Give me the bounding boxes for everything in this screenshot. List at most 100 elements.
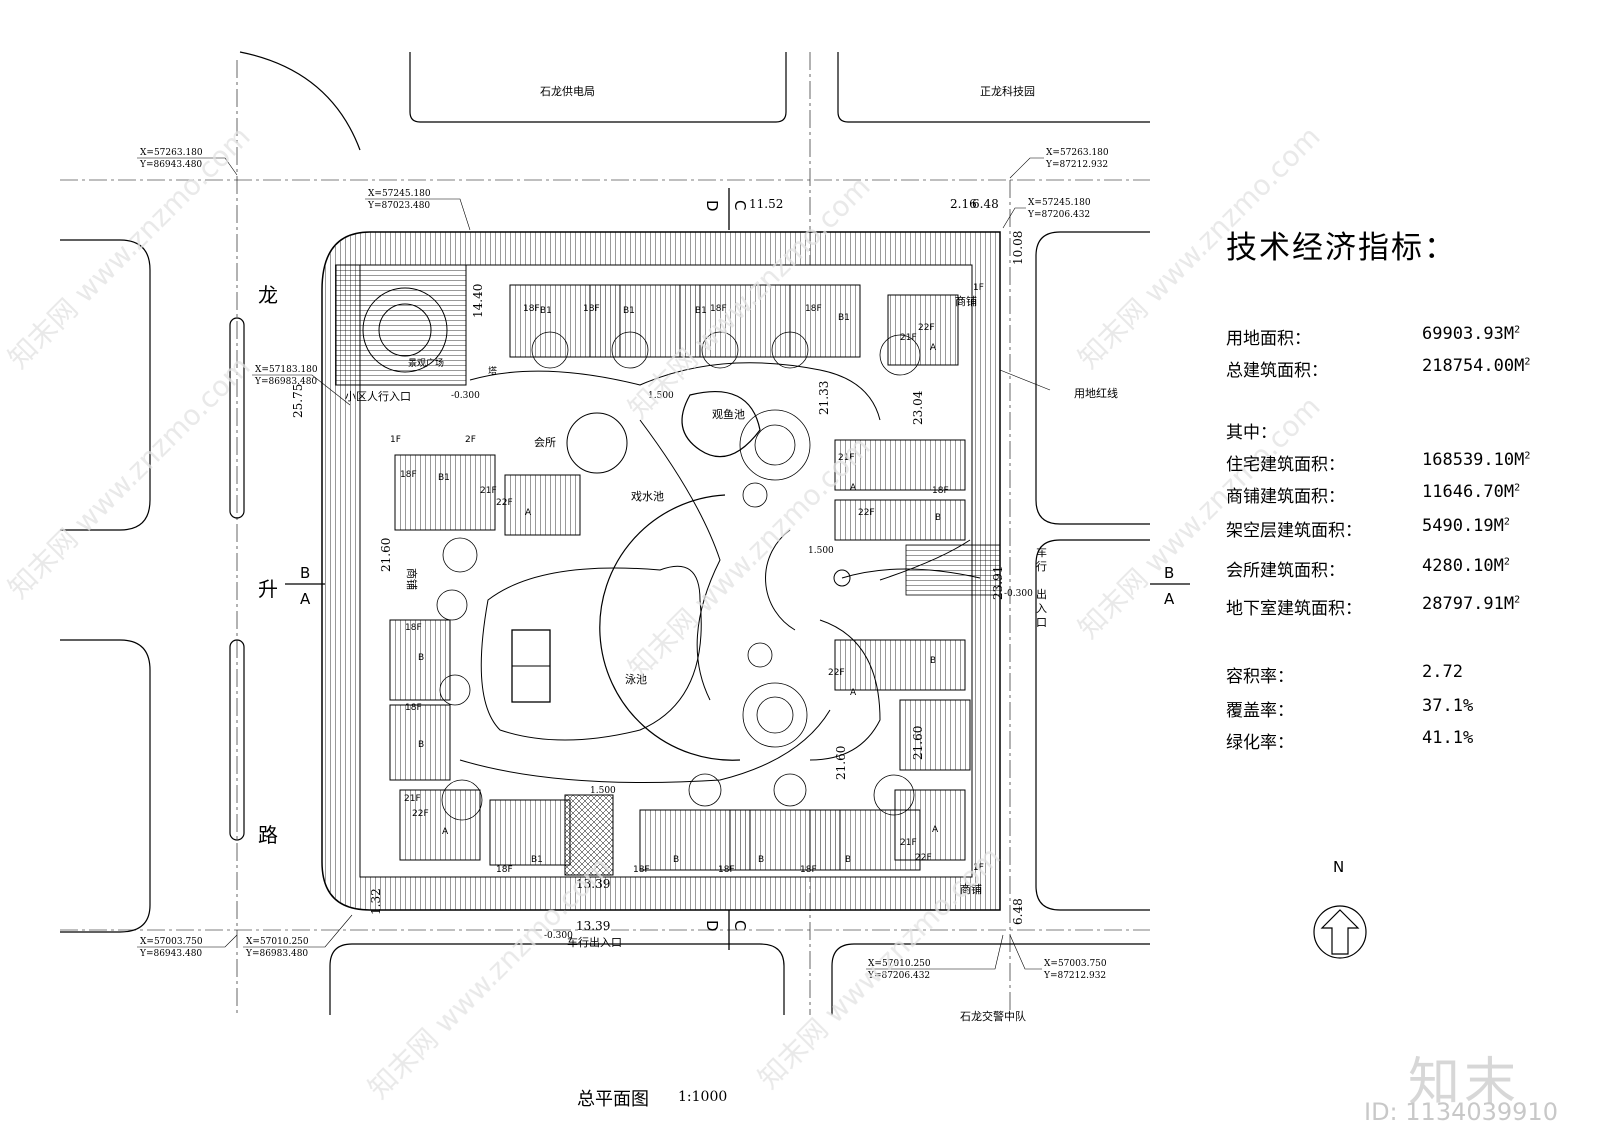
section-b-west: B xyxy=(300,564,310,582)
shop-label-ne: 商铺 xyxy=(955,294,977,308)
svg-text:21F: 21F xyxy=(900,838,917,848)
svg-text:B: B xyxy=(758,855,764,865)
dim-14-40: 14.40 xyxy=(471,284,485,318)
arrow-up-icon xyxy=(1320,909,1360,955)
buildings xyxy=(389,284,971,871)
dim-23-04: 23.04 xyxy=(911,390,925,425)
svg-text:出: 出 xyxy=(1036,587,1047,601)
svg-text:B1: B1 xyxy=(838,313,850,323)
dim-11-52: 11.52 xyxy=(749,197,783,211)
coord-1-x: X=57263.180 xyxy=(140,148,203,158)
neighbor-top-right: 正龙科技园 xyxy=(980,84,1035,98)
svg-text:18F: 18F xyxy=(523,304,540,314)
svg-text:22F: 22F xyxy=(918,323,935,333)
svg-text:口: 口 xyxy=(1036,616,1047,629)
section-a-east: A xyxy=(1164,590,1175,608)
tower-label: 塔 xyxy=(488,365,497,377)
coord-1-y: Y=86943.480 xyxy=(139,160,202,170)
dim-23-91: 23.91 xyxy=(991,566,1005,600)
svg-text:B1: B1 xyxy=(438,473,450,483)
svg-text:知末网 www.znzmo.com: 知末网 www.znzmo.com xyxy=(2,120,257,375)
plan-scale: 1:1000 xyxy=(678,1089,728,1105)
coord-5-x: X=57183.180 xyxy=(255,365,318,375)
fish-pond-label: 观鱼池 xyxy=(712,407,745,421)
coordinate-leaders xyxy=(137,157,1051,970)
level-1500-b: 1.500 xyxy=(808,546,834,556)
dimension-labels: 11.52 2.16 6.48 10.08 14.40 21.33 23.04 … xyxy=(291,197,1033,941)
section-c-top: C xyxy=(731,200,749,210)
svg-text:B1: B1 xyxy=(695,306,707,316)
coord-9-y: Y=87212.932 xyxy=(1043,971,1106,981)
dim-21-60-west: 21.60 xyxy=(379,538,393,572)
svg-text:22F: 22F xyxy=(915,853,932,863)
section-markers xyxy=(285,188,1190,950)
coord-4-y: Y=87206.432 xyxy=(1027,210,1090,220)
neighbor-bottom-right: 石龙交警中队 xyxy=(960,1009,1026,1023)
svg-text:车: 车 xyxy=(1036,545,1047,559)
level-0300-c: -0.300 xyxy=(1004,589,1033,599)
dim-21-60-mid: 21.60 xyxy=(834,746,848,780)
coord-6-y: Y=86943.480 xyxy=(139,949,202,959)
clubhouse-label: 会所 xyxy=(534,436,556,449)
svg-text:A: A xyxy=(930,343,937,353)
svg-text:A: A xyxy=(442,827,449,837)
level-0300-b: -0.300 xyxy=(544,931,573,941)
level-1500-a: 1.500 xyxy=(648,391,674,401)
svg-text:21F: 21F xyxy=(480,486,497,496)
coord-7-y: Y=86983.480 xyxy=(245,949,308,959)
svg-text:B1: B1 xyxy=(540,306,552,316)
svg-text:22F: 22F xyxy=(828,668,845,678)
level-1500-c: 1.500 xyxy=(590,786,616,796)
svg-text:B: B xyxy=(930,656,936,666)
dim-1-32: 1.32 xyxy=(369,888,383,915)
svg-text:21F: 21F xyxy=(900,333,917,343)
section-d-top: D xyxy=(703,200,721,212)
svg-text:18F: 18F xyxy=(800,865,817,875)
plan-title: 总平面图 xyxy=(577,1089,649,1110)
section-d-bottom: D xyxy=(703,920,721,932)
svg-text:2F: 2F xyxy=(465,435,476,445)
svg-text:B: B xyxy=(418,740,424,750)
svg-text:A: A xyxy=(850,483,857,493)
coord-7-x: X=57010.250 xyxy=(246,937,309,947)
svg-text:22F: 22F xyxy=(496,498,513,508)
svg-text:知末网 www.znzmo.com: 知末网 www.znzmo.com xyxy=(2,350,257,605)
svg-text:A: A xyxy=(525,508,532,518)
svg-text:A: A xyxy=(932,825,939,835)
play-pool-label: 戏水池 xyxy=(631,490,664,503)
tech-indices-title: 技术经济指标： xyxy=(1226,230,1457,266)
rotundas xyxy=(436,331,921,821)
svg-text:18F: 18F xyxy=(400,470,417,480)
svg-text:入: 入 xyxy=(1036,602,1047,615)
coord-3-y: Y=87023.480 xyxy=(367,201,430,211)
svg-text:B: B xyxy=(418,653,424,663)
svg-text:A: A xyxy=(850,688,857,698)
shop-label-se: 商铺 xyxy=(960,882,982,896)
svg-text:1F: 1F xyxy=(973,283,984,293)
coord-5-y: Y=86983.480 xyxy=(254,377,317,387)
coord-8-y: Y=87206.432 xyxy=(867,971,930,981)
section-c-bottom: C xyxy=(731,920,749,930)
landscape xyxy=(362,287,981,783)
svg-text:18F: 18F xyxy=(405,703,422,713)
road-centerlines xyxy=(60,52,1150,1015)
svg-text:18F: 18F xyxy=(583,304,600,314)
coord-9-x: X=57003.750 xyxy=(1044,959,1107,969)
svg-text:B: B xyxy=(935,513,941,523)
site-boundary xyxy=(321,231,1001,911)
north-label: N xyxy=(1333,858,1344,876)
dim-21-33: 21.33 xyxy=(817,381,831,415)
coord-2-y: Y=87212.932 xyxy=(1045,160,1108,170)
svg-text:1F: 1F xyxy=(973,863,984,873)
dim-21-60-east: 21.60 xyxy=(911,726,925,760)
svg-text:18F: 18F xyxy=(718,865,735,875)
coord-2-x: X=57263.180 xyxy=(1046,148,1109,158)
svg-text:18F: 18F xyxy=(805,304,822,314)
svg-text:18F: 18F xyxy=(932,486,949,496)
watermark-id: ID: 1134039910 xyxy=(1364,1098,1558,1126)
coord-6-x: X=57003.750 xyxy=(140,937,203,947)
dim-13-39-top: 13.39 xyxy=(576,877,610,891)
swim-pool-label: 泳池 xyxy=(625,672,647,686)
tech-indices-panel: 技术经济指标： 用地面积： 69903.93M2 总建筑面积： 218754.0… xyxy=(1226,222,1586,753)
